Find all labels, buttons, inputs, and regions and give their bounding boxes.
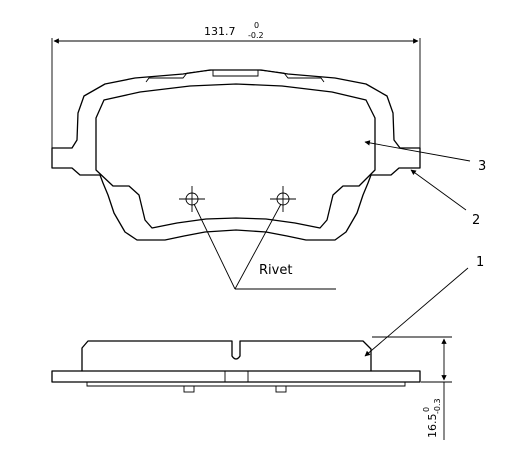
side-friction-layer [81,340,372,372]
thickness-tol-lower: -0.3 [433,398,442,414]
thickness-tol-upper: 0 [422,407,431,412]
width-tol-lower: -0.2 [248,31,264,40]
side-view [51,340,421,393]
backing-plate-outline [51,69,421,241]
side-backing-plate [51,370,421,383]
rivet-left [179,186,205,212]
top-ear-right [258,69,325,83]
rivet-right [270,186,296,212]
top-ear-left [145,69,213,83]
thickness-dimension: 16.5 0 -0.3 [372,336,452,440]
top-tab [212,70,259,77]
callout-2: 2 [472,213,480,228]
width-tol-upper: 0 [254,21,259,30]
width-value: 131.7 [204,25,236,38]
leader-1 [364,267,469,357]
rivet-head-left [183,385,195,393]
leader-2 [410,169,467,211]
rivet-leader [193,203,336,290]
friction-material-outline [95,83,376,229]
callout-1: 1 [476,255,484,270]
callout-3: 3 [478,159,486,174]
width-dimension: 131.7 0 -0.2 [51,21,421,148]
thickness-value: 16.5 [426,414,439,439]
leader-3 [364,140,471,162]
rivet-head-right [275,385,287,393]
rivet-label: Rivet [259,263,292,278]
